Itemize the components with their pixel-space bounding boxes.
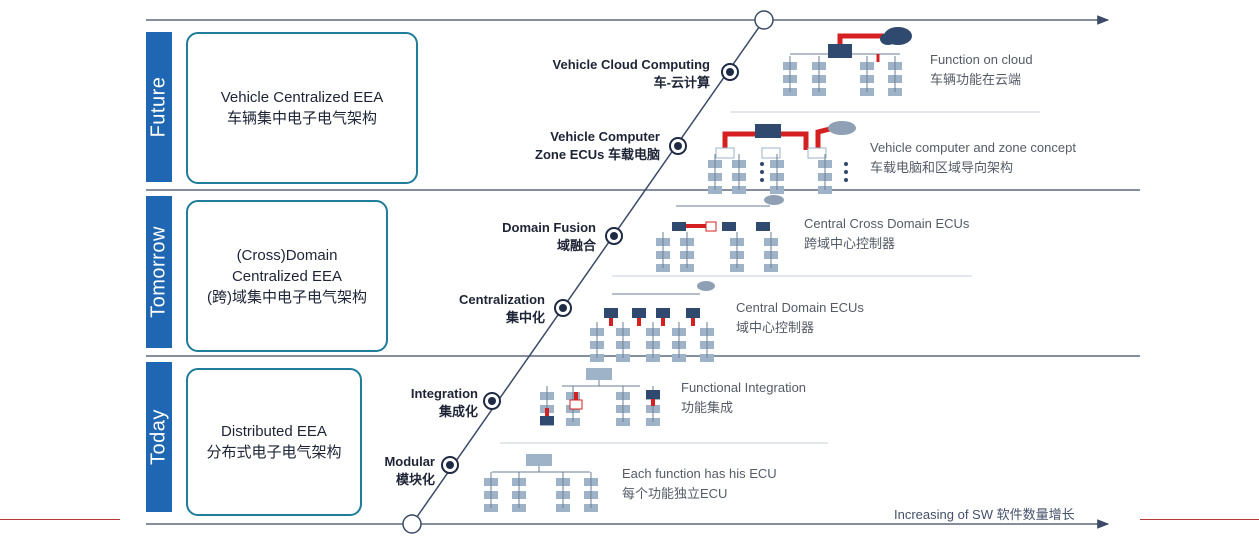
era-bar-future: Future	[146, 32, 172, 182]
step-label-line: Vehicle Cloud Computing	[552, 57, 710, 72]
arch-box-line: (跨)域集中电子电气架构	[207, 288, 367, 306]
ecu-diagram-cross-domain	[655, 195, 784, 273]
slide-footer-line-right	[1140, 519, 1259, 520]
arch-box-line: 分布式电子电气架构	[206, 444, 342, 461]
step-label-line: 车-云计算	[653, 75, 710, 90]
desc-line: Function on cloud	[930, 52, 1033, 67]
step-dot	[441, 456, 459, 474]
step-dot	[721, 63, 739, 81]
desc-each-function-ecu: Each function has his ECU 每个功能独立ECU	[622, 464, 777, 504]
timeline-start-circle	[402, 514, 422, 534]
step-label-vehicle-computer: Vehicle Computer Zone ECUs 车载电脑	[535, 128, 660, 164]
desc-line: Central Cross Domain ECUs	[804, 216, 970, 231]
step-dot	[605, 227, 623, 245]
step-label-line: Zone ECUs 车载电脑	[535, 147, 660, 162]
step-label-line: Modular	[384, 454, 435, 469]
desc-line: 域中心控制器	[736, 320, 815, 335]
desc-line: 跨域中心控制器	[804, 236, 896, 251]
ecu-diagram-cloud	[782, 27, 912, 97]
step-label-integration: Integration 集成化	[411, 385, 478, 421]
arch-box-line: Distributed EEA	[221, 423, 327, 440]
step-dot	[483, 392, 501, 410]
ecu-diagram-vehicle-computer	[707, 121, 856, 195]
step-label-domain-fusion: Domain Fusion 域融合	[502, 219, 596, 255]
step-label-centralization: Centralization 集中化	[459, 291, 545, 327]
desc-line: Vehicle computer and zone concept	[870, 140, 1076, 155]
step-label-line: 集成化	[438, 404, 478, 419]
step-label-line: Vehicle Computer	[550, 129, 660, 144]
arch-box-line: Vehicle Centralized EEA	[220, 89, 384, 106]
desc-line: Each function has his ECU	[622, 466, 777, 481]
step-label-line: 模块化	[395, 472, 435, 487]
desc-line: 车辆功能在云端	[930, 72, 1022, 87]
era-bar-tomorrow: Tomorrow	[146, 196, 172, 348]
timeline-diagonal	[411, 19, 765, 525]
step-label-line: Centralization	[459, 292, 545, 307]
arch-box-line: Centralized EEA	[231, 267, 343, 285]
desc-line: Functional Integration	[681, 380, 807, 395]
desc-line: Central Domain ECUs	[736, 300, 864, 315]
desc-central-domain: Central Domain ECUs 域中心控制器	[736, 298, 864, 338]
arch-box-today: Distributed EEA 分布式电子电气架构	[186, 368, 362, 516]
ecu-diagram-modular	[483, 454, 599, 513]
arch-box-line: 车辆集中电子电气架构	[226, 110, 377, 127]
desc-line: 功能集成	[681, 400, 734, 415]
ecu-diagram-central-domain	[589, 281, 715, 363]
step-label-modular: Modular 模块化	[384, 453, 435, 489]
ecu-diagram-integration	[539, 368, 661, 427]
arch-box-line: (Cross)Domain	[236, 246, 338, 264]
step-label-line: Domain Fusion	[502, 220, 596, 235]
arch-box-future: Vehicle Centralized EEA 车辆集中电子电气架构	[186, 32, 418, 184]
arch-box-tomorrow: (Cross)Domain Centralized EEA (跨)域集中电子电气…	[186, 200, 388, 352]
slide-footer-line-left	[0, 519, 120, 520]
step-label-line: Integration	[410, 386, 478, 401]
desc-line: 车载电脑和区域导向架构	[870, 160, 1014, 175]
step-label-line: 集中化	[505, 310, 545, 325]
step-dot	[669, 137, 687, 155]
desc-central-cross-domain: Central Cross Domain ECUs 跨域中心控制器	[804, 214, 969, 254]
step-dot	[554, 299, 572, 317]
timeline-end-circle	[754, 10, 774, 30]
era-bar-today: Today	[146, 362, 172, 512]
desc-vehicle-computer-zone: Vehicle computer and zone concept 车载电脑和区…	[870, 138, 1076, 178]
axis-label-sw-increase: Increasing of SW 软件数量增长	[894, 507, 1075, 522]
desc-functional-integration: Functional Integration 功能集成	[681, 378, 806, 418]
desc-function-on-cloud: Function on cloud 车辆功能在云端	[930, 50, 1033, 90]
step-label-line: 域融合	[556, 238, 596, 253]
step-label-vehicle-cloud: Vehicle Cloud Computing 车-云计算	[553, 56, 710, 92]
desc-line: 每个功能独立ECU	[622, 486, 728, 501]
